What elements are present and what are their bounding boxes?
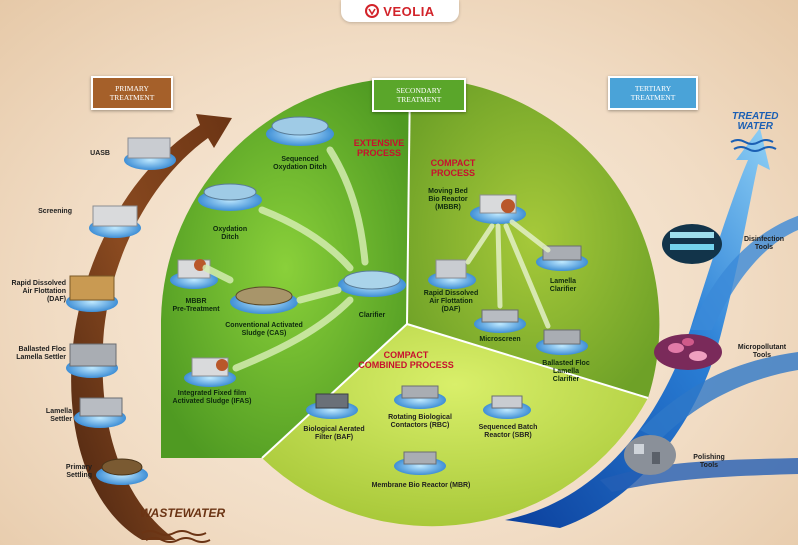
primary-equipment (66, 137, 176, 485)
primary-ballasted-label: Ballasted Floc Lamella Settler (16, 346, 66, 361)
primary-screening-label: Screening (38, 208, 72, 215)
tertiary-equipment (624, 224, 722, 475)
combined-title: COMPACT COMBINED PROCESS (358, 350, 454, 370)
baf-label: Biological Aerated Filter (BAF) (303, 426, 365, 441)
primary-flow-arrow (71, 114, 232, 540)
ifas-label: Integrated Fixed film Activated Sludge (… (172, 390, 252, 405)
stage-secondary-label: SECONDARY TREATMENT (372, 78, 466, 112)
treated-water-label: TREATED WATER (732, 111, 779, 132)
extensive-equipment (170, 116, 406, 387)
stage-primary-label: PRIMARY TREATMENT (91, 76, 173, 110)
extensive-arrows (202, 146, 369, 372)
wastewater-waves (141, 530, 211, 543)
primary-daf-label: Rapid Dissolved Air Flottation (DAF) (11, 280, 66, 303)
compact-equipment (428, 194, 588, 355)
daf-label: Rapid Dissolved Air Flottation (DAF) (423, 290, 479, 313)
compact-arrows (465, 219, 551, 329)
stage-tertiary-label: TERTIARY TREATMENT (608, 76, 698, 110)
disinfection-label: Disinfection Tools (743, 236, 785, 251)
micropollutant-label: Micropollutant Tools (737, 344, 787, 359)
mbbr-label: Moving Bed Bio Reactor (MBBR) (428, 188, 468, 211)
brand-name: VEOLIA (383, 3, 435, 19)
mbbr-pre-label: MBBR Pre-Treatment (172, 298, 220, 313)
extensive-title: EXTENSIVE PROCESS (353, 138, 405, 158)
combined-sector (262, 324, 648, 527)
primary-settling-label: Primary Settling (65, 464, 92, 479)
combined-equipment (306, 385, 531, 475)
primary-uasb-label: UASB (90, 150, 110, 157)
microscreen-label: Microscreen (479, 336, 521, 343)
polishing-label: Polishing Tools (693, 454, 725, 469)
sod-label: Sequenced Oxydation Ditch (273, 156, 327, 171)
ballasted-clarifier-label: Ballasted Floc Lamella Clarifier (542, 360, 590, 383)
veolia-logo: VEOLIA (341, 0, 459, 22)
mbr-label: Membrane Bio Reactor (MBR) (371, 482, 471, 489)
lamella-clarifier-label: Lamella Clarifier (549, 278, 577, 293)
od-label: Oxydation Ditch (212, 226, 248, 241)
wastewater-label: WASTEWATER (140, 506, 226, 520)
cas-label: Conventional Activated Sludge (CAS) (225, 322, 303, 337)
primary-lamella-label: Lamella Settler (45, 408, 72, 423)
sbr-label: Sequenced Batch Reactor (SBR) (478, 424, 538, 439)
compact-title: COMPACT PROCESS (430, 158, 476, 178)
clarifier-label: Clarifier (358, 312, 386, 319)
treated-water-waves (730, 139, 777, 152)
rbc-label: Rotating Biological Contactors (RBC) (388, 414, 452, 429)
veolia-logo-icon (365, 4, 380, 18)
